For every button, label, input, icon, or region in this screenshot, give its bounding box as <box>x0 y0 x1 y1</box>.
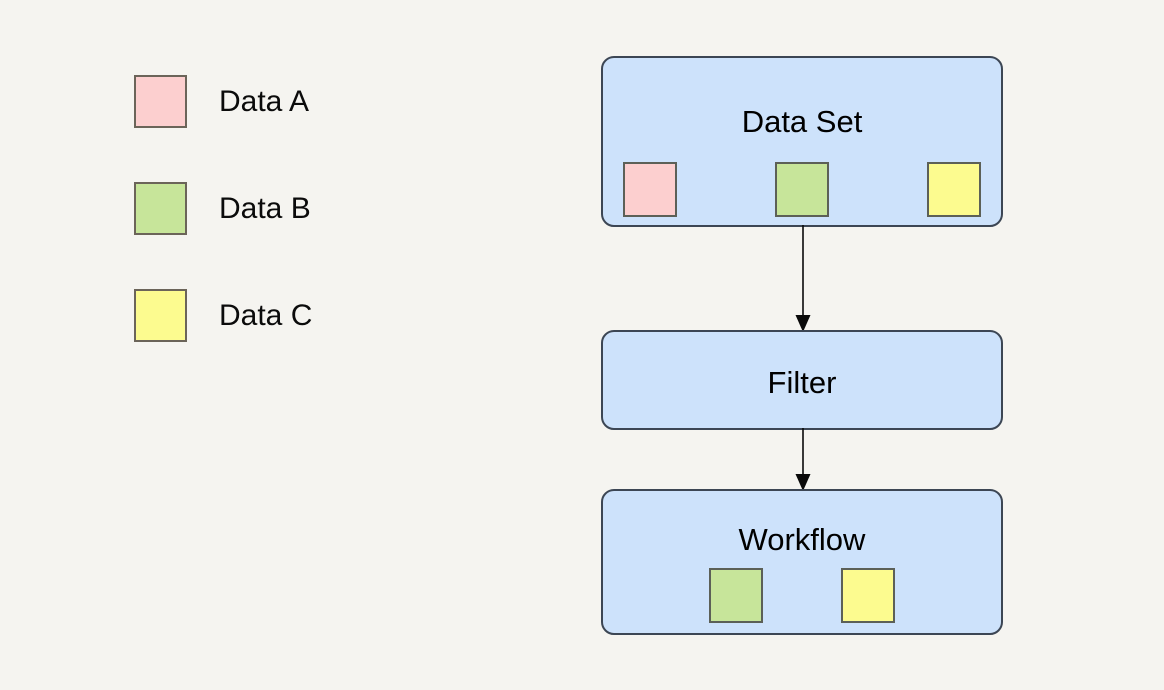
arrow-down-icon <box>795 225 811 332</box>
legend-swatch-data-a <box>134 75 187 128</box>
data-chip-data-c <box>927 162 981 217</box>
data-chip-data-a <box>623 162 677 217</box>
arrow-filter-to-workflow <box>789 428 817 492</box>
flow-node-filter[interactable]: Filter <box>601 330 1003 430</box>
legend-item-data-b: Data B <box>134 181 434 236</box>
legend-item-data-a: Data A <box>134 74 434 129</box>
flow-node-workflow-chips <box>603 568 1001 623</box>
flow-node-filter-title: Filter <box>767 365 837 400</box>
legend: Data A Data B Data C <box>134 74 434 395</box>
data-chip-data-b <box>709 568 763 623</box>
legend-label-data-c: Data C <box>219 298 313 332</box>
flow-node-workflow[interactable]: Workflow <box>601 489 1003 635</box>
arrow-down-icon <box>795 428 811 491</box>
arrow-dataset-to-filter <box>789 225 817 333</box>
flow-node-dataset-title: Data Set <box>741 104 863 139</box>
flow-node-dataset[interactable]: Data Set <box>601 56 1003 227</box>
flow-node-workflow-title: Workflow <box>738 522 866 557</box>
legend-label-data-a: Data A <box>219 84 310 118</box>
legend-swatch-data-c <box>134 289 187 342</box>
data-chip-data-b <box>775 162 829 217</box>
data-chip-data-c <box>841 568 895 623</box>
legend-label-data-b: Data B <box>219 191 311 225</box>
flow-node-dataset-chips <box>603 162 1001 217</box>
legend-item-data-c: Data C <box>134 288 434 343</box>
legend-swatch-data-b <box>134 182 187 235</box>
